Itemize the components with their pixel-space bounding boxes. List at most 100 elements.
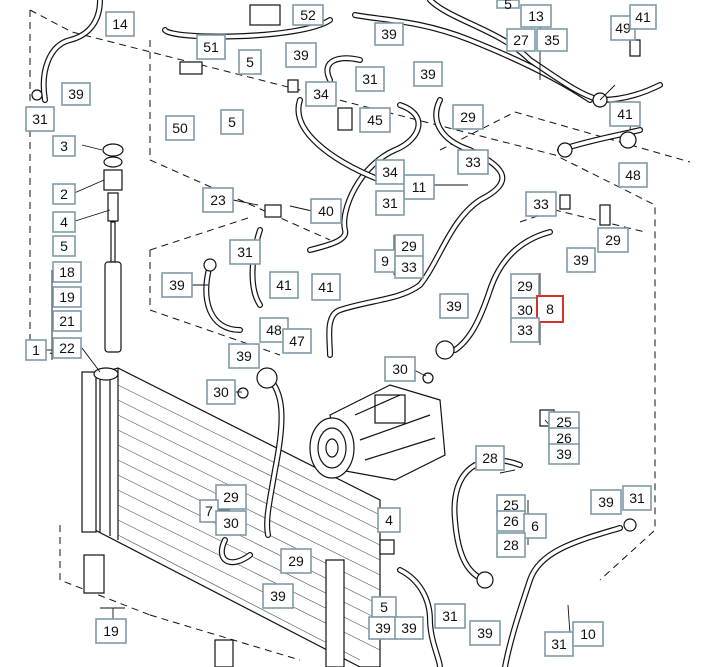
callout-39n: 39	[469, 620, 501, 646]
callout-number: 33	[517, 322, 533, 338]
callout-box	[452, 104, 484, 130]
callout-number: 14	[112, 16, 128, 32]
callout-11: 11	[403, 174, 435, 200]
callout-number: 28	[503, 537, 519, 553]
callout-box	[215, 510, 247, 536]
callout-52: 52	[292, 4, 324, 26]
callout-box	[269, 271, 299, 299]
callout-19b: 19	[95, 618, 127, 644]
callout-5e: 5	[371, 596, 397, 618]
callout-box	[384, 356, 416, 382]
callout-9: 9	[374, 249, 396, 273]
callout-40: 40	[310, 198, 342, 224]
callout-box	[282, 328, 312, 354]
callout-3: 3	[52, 135, 76, 157]
callout-39a: 39	[285, 42, 317, 68]
callout-number: 39	[573, 252, 589, 268]
callout-number: 26	[556, 430, 572, 446]
callout-box	[238, 49, 262, 75]
callout-box	[523, 513, 547, 539]
callout-number: 39	[556, 446, 572, 462]
callout-14: 14	[105, 11, 135, 37]
callout-number: 50	[172, 120, 188, 136]
callout-25b: 25	[496, 494, 526, 516]
callout-box	[469, 620, 501, 646]
callout-number: 8	[546, 301, 554, 317]
callout-number: 41	[635, 9, 651, 25]
callout-number: 5	[380, 599, 388, 615]
callout-number: 51	[203, 39, 219, 55]
callout-30c: 30	[206, 379, 236, 405]
callout-box	[572, 621, 604, 647]
callout-box	[544, 631, 574, 657]
callout-number: 39	[375, 620, 391, 636]
callout-number: 5	[60, 238, 68, 254]
callout-39m: 39	[394, 616, 424, 640]
callout-box	[25, 339, 47, 361]
callout-number: 19	[103, 623, 119, 639]
callout-35: 35	[536, 28, 568, 52]
callout-number: 41	[276, 277, 292, 293]
callout-box	[548, 443, 580, 465]
callout-box	[262, 583, 294, 609]
callout-5c: 5	[496, 0, 520, 12]
callout-box	[618, 162, 648, 188]
callout-box	[506, 28, 536, 52]
callout-number: 39	[420, 66, 436, 82]
callout-47: 47	[282, 328, 312, 354]
callout-23: 23	[202, 187, 234, 213]
callout-box	[457, 149, 489, 175]
callout-box	[377, 507, 401, 533]
callout-box	[375, 190, 405, 216]
callout-number: 39	[236, 348, 252, 364]
callout-number: 19	[59, 289, 75, 305]
callout-number: 25	[556, 414, 572, 430]
callout-number: 31	[382, 195, 398, 211]
callout-number: 48	[266, 322, 282, 338]
callout-number: 25	[503, 497, 519, 513]
callout-39c: 39	[413, 61, 443, 87]
callout-box	[215, 484, 247, 510]
callout-number: 29	[605, 232, 621, 248]
callout-box	[52, 261, 82, 283]
callout-31c: 31	[375, 190, 405, 216]
callout-39i: 39	[548, 443, 580, 465]
callout-number: 30	[517, 302, 533, 318]
callout-41d: 41	[311, 273, 341, 301]
callout-31e: 31	[434, 603, 466, 629]
callout-number: 33	[533, 196, 549, 212]
callout-box	[355, 66, 385, 92]
callout-number: 39	[446, 298, 462, 314]
callout-18: 18	[52, 261, 82, 283]
compressor	[309, 384, 446, 481]
callout-34b: 34	[375, 159, 405, 185]
callout-box	[280, 548, 312, 574]
callout-box	[220, 109, 244, 135]
callout-39l: 39	[368, 616, 398, 640]
callout-box	[52, 286, 82, 308]
callout-27: 27	[506, 28, 536, 52]
callout-31b: 31	[25, 106, 55, 132]
callout-number: 39	[401, 620, 417, 636]
callout-30d: 30	[215, 510, 247, 536]
callout-26a: 26	[548, 427, 580, 449]
callout-22: 22	[52, 337, 82, 359]
callout-39f: 39	[161, 272, 193, 298]
callout-4a: 4	[52, 211, 76, 233]
callout-33d: 33	[510, 317, 540, 343]
callout-28b: 28	[496, 532, 526, 558]
callout-box	[622, 485, 652, 511]
callout-number: 31	[629, 490, 645, 506]
callout-41c: 41	[269, 271, 299, 299]
callout-number: 52	[300, 7, 316, 23]
callout-33c: 33	[525, 191, 557, 217]
callout-number: 39	[270, 588, 286, 604]
callout-number: 31	[551, 636, 567, 652]
callout-number: 40	[318, 203, 334, 219]
callout-29d: 29	[510, 273, 540, 299]
callout-box	[52, 183, 76, 205]
callout-number: 28	[482, 450, 498, 466]
callout-39g: 39	[228, 343, 260, 369]
callout-box	[105, 11, 135, 37]
